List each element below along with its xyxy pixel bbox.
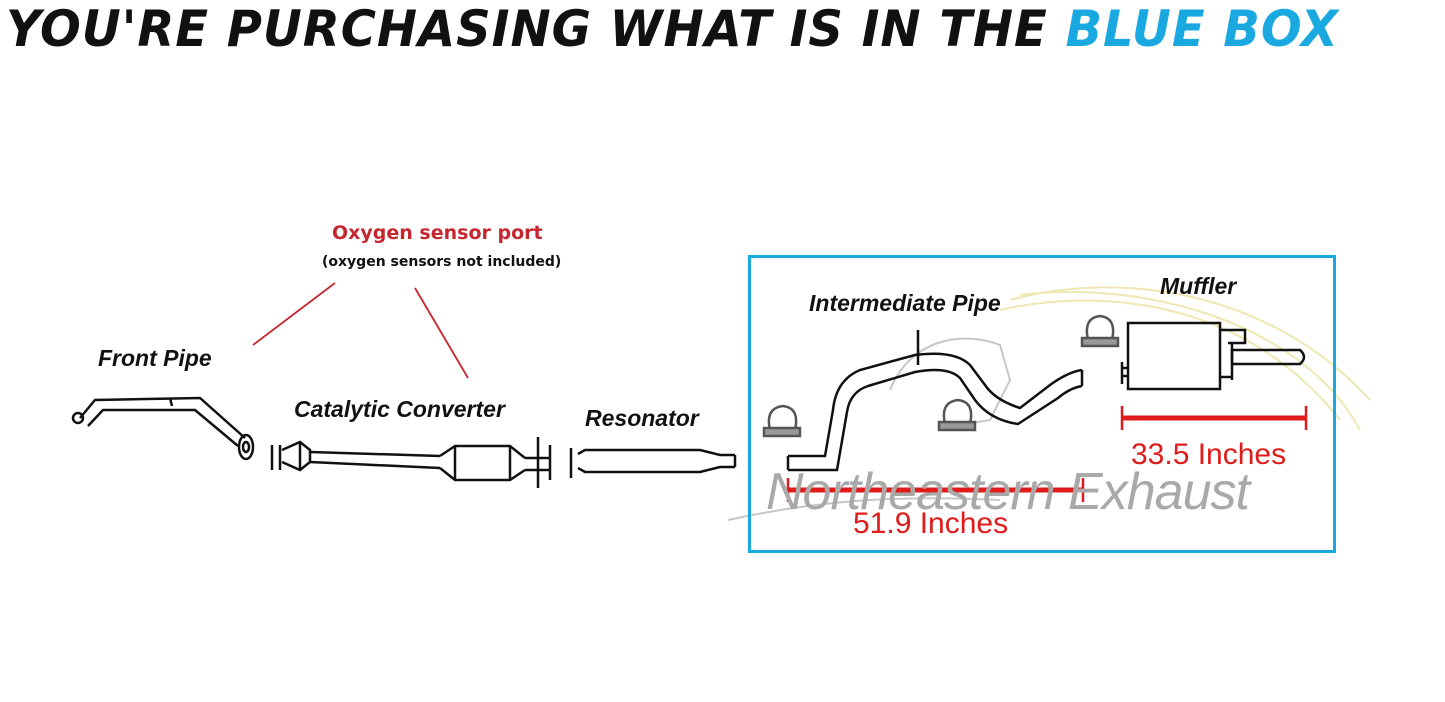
oxygen-sensor-note: (oxygen sensors not included) — [322, 254, 562, 270]
clamp-icon — [1080, 314, 1120, 348]
label-intermediate-pipe: Intermediate Pipe — [809, 290, 1001, 316]
watermark-swoosh — [999, 286, 1371, 431]
clamp-icon — [762, 404, 802, 438]
resonator-drawing — [569, 448, 737, 478]
oxygen-sensor-title: Oxygen sensor port — [332, 222, 543, 244]
intermediate-pipe-drawing — [786, 330, 1084, 472]
measure-bar-intermediate — [786, 478, 1085, 502]
measure-intermediate-label: 51.9 Inches — [853, 507, 1009, 540]
headline-accent: BLUE BOX — [1065, 0, 1339, 58]
headline: YOU'RE PURCHASING WHAT IS IN THE BLUE BO… — [6, 0, 1384, 58]
muffler-drawing — [1120, 321, 1306, 391]
label-catalytic-converter: Catalytic Converter — [294, 396, 505, 422]
headline-lead: YOU'RE PURCHASING WHAT IS IN THE — [6, 0, 1066, 58]
label-front-pipe: Front Pipe — [98, 345, 212, 371]
sensor-leader-lines — [252, 282, 469, 379]
label-muffler: Muffler — [1160, 273, 1237, 299]
label-resonator: Resonator — [585, 405, 699, 431]
catalytic-converter-drawing — [270, 437, 552, 488]
blue-box-frame — [748, 255, 1336, 553]
front-pipe-drawing — [71, 396, 255, 461]
watermark-text: Northeastern Exhaust — [766, 463, 1250, 521]
watermark-horse — [727, 337, 1012, 521]
clamp-icon — [937, 398, 977, 432]
measure-muffler-label: 33.5 Inches — [1131, 438, 1287, 471]
measure-bar-muffler — [1120, 406, 1308, 430]
